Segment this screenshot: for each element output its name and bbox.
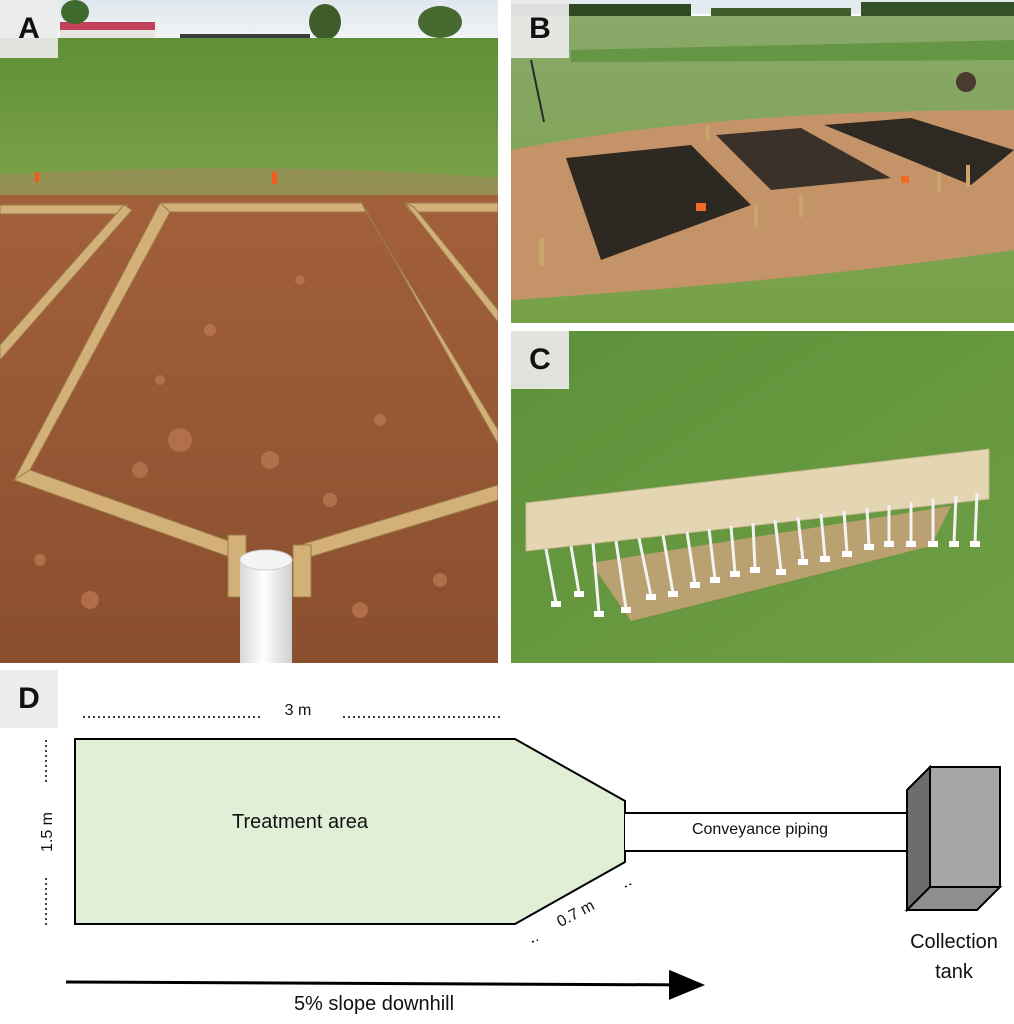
panel-label-d: D: [0, 670, 58, 728]
collection-pipes: [544, 492, 979, 614]
panel-label-a: A: [0, 0, 58, 58]
treatment-area-label: Treatment area: [232, 811, 369, 833]
treatment-area: [74, 738, 626, 925]
tree: [61, 0, 89, 24]
collection-tank-side: [906, 764, 931, 913]
survey-flag: [272, 172, 277, 184]
slope-arrow: [65, 969, 705, 1000]
plot-tag: [901, 176, 909, 183]
taper-dimension-label: 0.7 m: [554, 897, 597, 931]
outlet-pipe: [240, 560, 292, 663]
plot-tag: [696, 203, 706, 211]
tank-label-line2: tank: [935, 961, 974, 983]
photo-panel-a: A: [0, 0, 498, 663]
pole: [530, 59, 545, 123]
taper-dimension-line-left: [531, 939, 539, 943]
tree-line: [711, 8, 851, 18]
plot-strip: [525, 448, 990, 552]
dark-soil-plot: [716, 128, 891, 190]
corner-stakes: [539, 125, 970, 266]
tank-label-line1: Collection: [910, 931, 998, 953]
photo-panel-b: B: [511, 0, 1014, 323]
width-dimension-label: 3 m: [285, 702, 312, 719]
dry-grass-strip: [0, 168, 498, 200]
soil-clods: [34, 275, 447, 618]
photo-panel-c: C: [511, 331, 1014, 663]
equipment: [956, 72, 976, 92]
building-roof: [60, 22, 155, 30]
height-dimension-label: 1.5 m: [39, 812, 56, 852]
panel-label-c: C: [511, 331, 569, 389]
survey-flag: [35, 172, 39, 182]
dark-soil-plot: [566, 145, 751, 260]
disturbed-soil: [591, 506, 951, 621]
pipe-opening: [239, 549, 293, 571]
plot-schematic: 3 m 1.5 m Treatment area 0.7 m Conveyanc…: [39, 702, 1003, 1015]
tree-line: [861, 2, 1014, 18]
taper-dimension-line-right: [624, 882, 634, 888]
panel-label-b: B: [511, 0, 569, 58]
aerial-photo-c: [511, 331, 1014, 663]
piping-label: Conveyance piping: [692, 821, 828, 838]
wooden-frame-right: [404, 202, 498, 323]
tree: [418, 6, 462, 38]
plot-photo-a: [0, 0, 498, 663]
wooden-frame-main: [12, 202, 498, 598]
collection-tanks: [551, 541, 980, 617]
tree: [309, 4, 341, 40]
plot-photo-b: [511, 0, 1014, 323]
diagram-panel-d: 3 m 1.5 m Treatment area 0.7 m Conveyanc…: [0, 670, 1014, 1024]
slope-label: 5% slope downhill: [294, 993, 454, 1015]
collection-tank-face: [929, 766, 1001, 888]
grass-band: [571, 40, 1014, 62]
wooden-frame-left: [0, 204, 133, 361]
